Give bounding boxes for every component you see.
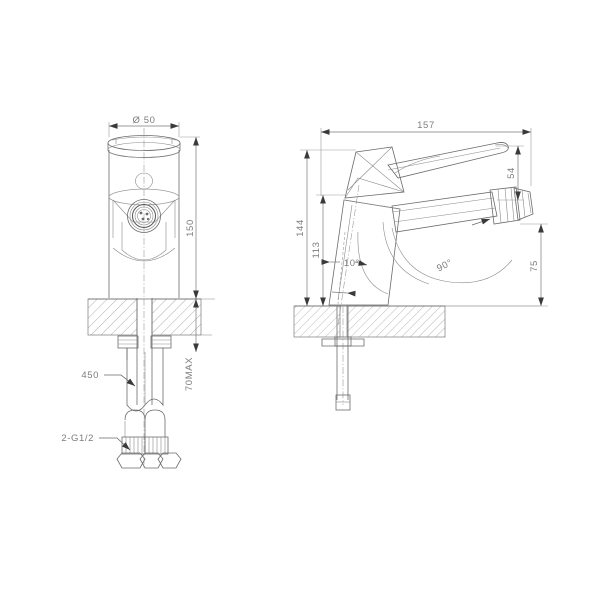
lever-handle-side [387,142,509,179]
dimension-height-75: 75 [445,223,548,307]
mounting-shank-side [336,306,349,405]
spout-underside-curve [357,221,513,295]
dimension-label-angle-90: 90° [435,257,454,274]
spout-outlet-side [489,186,534,225]
dimension-label-diameter-50: Ø 50 [133,115,156,126]
faucet-base-skirt [108,245,180,298]
dimension-angle-10: 10° [321,231,368,305]
side-view-body-centerline [337,184,360,326]
dimension-label-angle-10: 10° [344,258,360,269]
mounting-plate-side [321,336,365,347]
dimension-height-144: 144 [295,149,356,306]
leader-thread-g12: 2-G1/2 [61,433,131,451]
dimension-diameter-50: Ø 50 [108,115,180,137]
leader-hose-450: 450 [81,370,136,387]
dimension-height-150: 150 [180,136,215,300]
dimension-label-height-113: 113 [311,242,322,259]
dimension-label-thread-g12: 2-G1/2 [61,433,94,444]
dimension-label-height-75: 75 [529,260,540,272]
faucet-lever-front [112,199,176,250]
hose-stub-side [335,394,351,411]
side-elevation-view: 157 54 75 144 [293,120,548,411]
g12-hex-nut-group [116,452,182,469]
aerator-outlet-detail [127,199,161,233]
leader-spout-side [471,218,491,226]
dimension-label-height-150: 150 [185,219,196,237]
spout-arm-side [391,191,498,233]
dimension-label-length-157: 157 [417,120,435,131]
dimension-height-54: 54 [496,145,524,201]
faucet-top-cap [107,135,181,158]
dimension-label-70-max: 70MAX [184,357,195,391]
dimension-label-height-144: 144 [295,219,306,237]
dimension-label-height-54: 54 [506,167,517,179]
faucet-body-side [328,199,401,306]
faucet-head-side [344,146,405,199]
countertop-section-front [87,298,202,336]
dimension-angle-90: 90° [435,257,454,274]
dimension-length-157: 157 [320,120,532,196]
dimension-label-hose-450: 450 [81,370,99,381]
mounting-shank-front [136,298,153,405]
countertop-section-side [293,305,540,338]
mounting-nut-assembly-front [117,335,172,349]
hose-ferrule-pair [121,436,169,455]
dimension-height-113: 113 [311,194,346,306]
dimension-70-max: 70MAX [184,299,212,391]
flexible-hose-pair [124,348,166,437]
front-elevation-view: Ø 50 150 70MAX 450 [61,115,215,470]
